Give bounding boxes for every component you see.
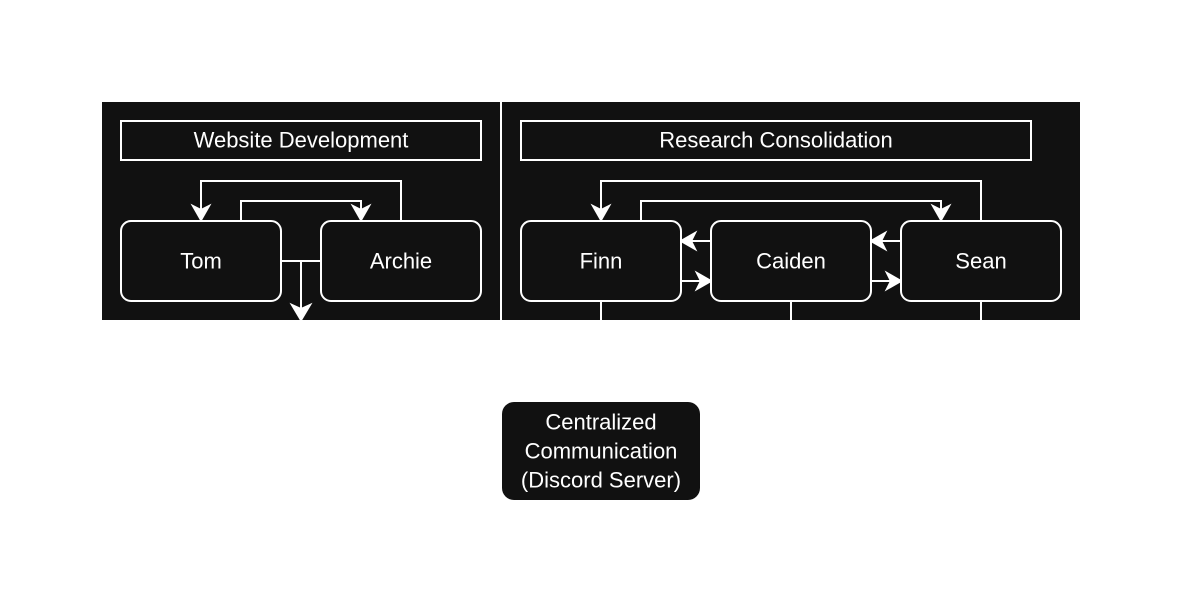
arrowhead-finn-to-caiden [694,270,714,292]
hub-label-line1: Centralized [545,410,656,435]
node-archie-label: Archie [370,249,432,274]
website-development-title-box: Website Development [120,120,482,161]
connector-tom-to-archie [240,200,362,221]
connector-finn-to-sean [640,200,942,221]
node-sean: Sean [900,220,1062,302]
node-tom-label: Tom [180,249,222,274]
arrowhead-sean-to-caiden [868,230,888,252]
central-communication-hub: Centralized Communication (Discord Serve… [502,402,700,500]
website-development-title: Website Development [194,128,409,153]
arrowhead-sean-to-finn [590,203,612,223]
node-finn: Finn [520,220,682,302]
arrowhead-archie-to-tom [190,203,212,223]
node-caiden-label: Caiden [756,249,826,274]
node-caiden: Caiden [710,220,872,302]
arrowhead-caiden-to-finn [678,230,698,252]
research-connectors [590,180,982,320]
research-consolidation-title-box: Research Consolidation [520,120,1032,161]
connector-archie-to-tom [200,180,402,221]
node-tom: Tom [120,220,282,302]
arrowhead-tom-to-archie [350,203,372,223]
arrowhead-finn-to-sean [930,203,952,223]
hub-label-line2: Communication [525,439,678,464]
connector-sean-to-finn [600,180,982,221]
hub-label-line3: (Discord Server) [521,468,681,493]
node-sean-label: Sean [955,249,1006,274]
research-consolidation-title: Research Consolidation [659,128,893,153]
arrowhead-website-down [289,302,313,322]
website-connectors [190,180,402,322]
arrowhead-caiden-to-sean [884,270,904,292]
node-finn-label: Finn [580,249,623,274]
node-archie: Archie [320,220,482,302]
